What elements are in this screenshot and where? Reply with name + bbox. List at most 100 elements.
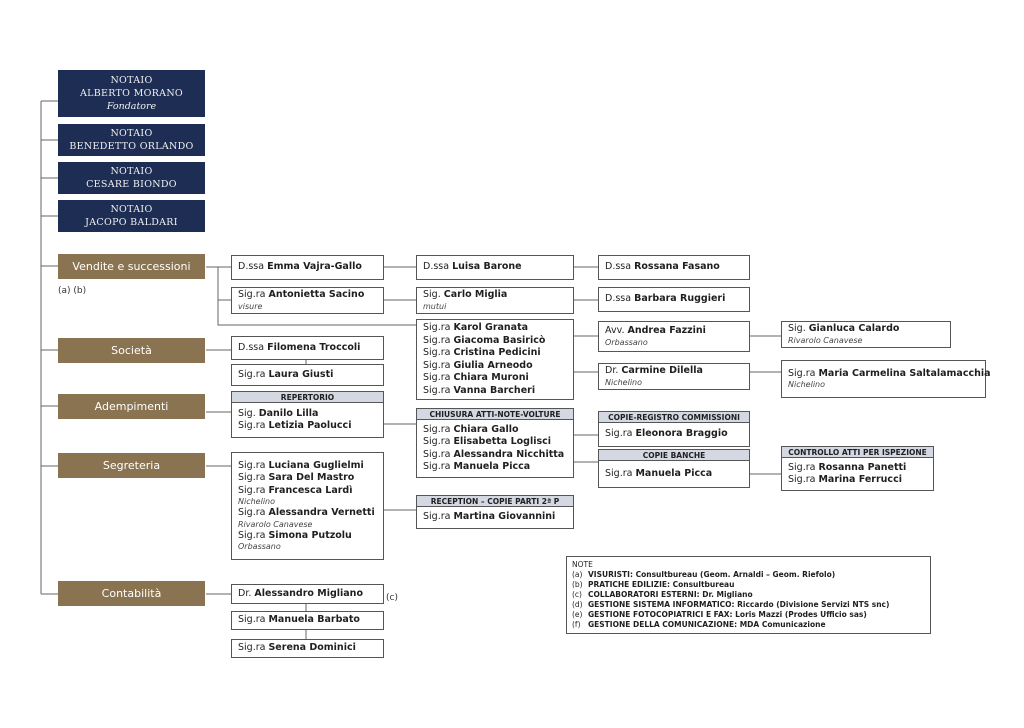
- person-group-box: Sig.ra Rosanna Panetti Sig.ra Marina Fer…: [781, 457, 934, 491]
- note-item: (f)GESTIONE DELLA COMUNICAZIONE: MDA Com…: [572, 620, 826, 629]
- person-box: Sig. Carlo Miglia mutui: [416, 287, 574, 314]
- notaio-title: NOTAIO: [110, 75, 153, 86]
- dept-adempimenti: Adempimenti: [58, 394, 205, 419]
- notaio-title: NOTAIO: [110, 166, 153, 177]
- person-line: Sig.ra Rosanna Panetti: [788, 461, 907, 473]
- person-line: Sig.ra Chiara Gallo: [423, 423, 519, 435]
- person-group-box: Sig.ra Luciana Guglielmi Sig.ra Sara Del…: [231, 452, 384, 560]
- note-item: (c)COLLABORATORI ESTERNI: Dr. Migliano: [572, 590, 753, 599]
- person-box: D.ssa Rossana Fasano: [598, 255, 750, 280]
- person-title: Dr.: [238, 587, 255, 599]
- person-line: Sig.ra Luciana Guglielmi: [238, 459, 364, 471]
- note-item: (e)GESTIONE FOTOCOPIATRICI E FAX: Loris …: [572, 610, 867, 619]
- person-title: Sig.ra: [238, 614, 269, 626]
- person-name: Laura Giusti: [268, 368, 334, 380]
- person-title: Sig.: [423, 289, 444, 301]
- person-box: Sig.ra Manuela Barbato: [231, 611, 384, 630]
- notaio-card-orlando: NOTAIO BENEDETTO ORLANDO: [58, 124, 205, 156]
- person-line: Sig.ra Sara Del Mastro: [238, 472, 355, 484]
- person-name: Carlo Miglia: [443, 289, 508, 301]
- person-line: Sig.ra Giulia Arneodo: [423, 359, 533, 371]
- person-name: Manuela Barbato: [268, 614, 360, 626]
- person-line: Sig.ra Cristina Pedicini: [423, 347, 541, 358]
- person-role: mutui: [423, 301, 447, 311]
- person-box: Dr. Carmine Dilella Nichelino: [598, 363, 750, 390]
- person-name: Luisa Barone: [452, 261, 522, 273]
- notes-reference-ab: (a) (b): [58, 286, 87, 296]
- person-line: Sig.ra Vanna Barcheri: [423, 384, 536, 396]
- person-name: Maria Carmelina Saltalamacchia: [818, 367, 991, 379]
- section-header-repertorio: REPERTORIO: [231, 391, 384, 402]
- person-title: Sig.ra: [788, 367, 819, 379]
- person-box: Sig.ra Serena Dominici: [231, 639, 384, 658]
- dept-societa: Società: [58, 338, 205, 363]
- person-name: Antonietta Sacino: [268, 289, 365, 301]
- person-box: Sig.ra Maria Carmelina Saltalamacchia Ni…: [781, 360, 991, 398]
- notaio-name: JACOPO BALDARI: [85, 217, 178, 228]
- dept-contabilita: Contabilità: [58, 581, 205, 606]
- person-line: Sig.ra Manuela Picca: [423, 461, 531, 472]
- person-group-box: Sig.ra Karol Granata Sig.ra Giacoma Basi…: [416, 319, 574, 400]
- person-title: D.ssa: [238, 341, 268, 353]
- person-box: Sig.ra Martina Giovannini: [416, 506, 574, 529]
- person-name: Rossana Fasano: [634, 261, 720, 273]
- person-location: Nichelino: [605, 377, 643, 387]
- person-name: Andrea Fazzini: [627, 325, 706, 337]
- notaio-card-morano: NOTAIO ALBERTO MORANO Fondatore: [58, 70, 205, 117]
- person-location: Nichelino: [238, 497, 276, 507]
- person-box: Sig.ra Laura Giusti: [231, 364, 384, 386]
- section-header-reception: RECEPTION – COPIE PARTI 2ª P: [416, 495, 574, 506]
- person-box: Sig.ra Manuela Picca: [598, 460, 750, 488]
- notaio-name: CESARE BIONDO: [86, 179, 177, 190]
- notaio-name: ALBERTO MORANO: [79, 88, 184, 99]
- person-name: Serena Dominici: [268, 642, 356, 654]
- person-box: D.ssa Filomena Troccoli: [231, 336, 384, 360]
- person-name: Barbara Ruggieri: [634, 293, 726, 305]
- person-line: Sig.ra Marina Ferrucci: [788, 474, 902, 485]
- dept-vendite-successioni: Vendite e successioni: [58, 254, 205, 279]
- person-role: visure: [238, 301, 263, 311]
- person-line: Sig.ra Elisabetta Loglisci: [423, 436, 552, 447]
- notaio-role: Fondatore: [106, 101, 157, 112]
- notes-reference-c: (c): [386, 593, 398, 603]
- person-title: Sig.ra: [238, 289, 269, 301]
- person-title: Sig.ra: [423, 511, 454, 523]
- person-title: D.ssa: [605, 293, 635, 305]
- person-title: D.ssa: [238, 261, 268, 273]
- person-location: Orbassano: [238, 542, 281, 552]
- person-name: Emma Vajra-Gallo: [267, 261, 362, 273]
- person-line: Sig.ra Francesca Lardì: [238, 484, 353, 496]
- person-box: Sig. Gianluca Calardo Rivarolo Canavese: [781, 321, 951, 348]
- section-header-copie-registro: COPIE-REGISTRO COMMISSIONI: [598, 411, 750, 422]
- person-box: Avv. Andrea Fazzini Orbassano: [598, 321, 750, 352]
- person-group-box: Sig.ra Chiara Gallo Sig.ra Elisabetta Lo…: [416, 419, 574, 478]
- person-title: Sig.ra: [238, 368, 269, 380]
- person-location: Rivarolo Canavese: [238, 519, 313, 529]
- person-location: Orbassano: [605, 337, 648, 347]
- person-location: Rivarolo Canavese: [788, 335, 863, 345]
- person-name: Alessandro Migliano: [254, 587, 363, 599]
- person-name: Martina Giovannini: [453, 511, 556, 523]
- section-header-copie-banche: COPIE BANCHE: [598, 449, 750, 460]
- person-line: Sig.ra Chiara Muroni: [423, 372, 529, 383]
- note-item: (a)VISURISTI: Consultbureau (Geom. Arnal…: [572, 570, 836, 579]
- person-box: Dr. Alessandro Migliano: [231, 584, 384, 604]
- note-item: (b)PRATICHE EDILIZIE: Consultbureau: [572, 580, 735, 589]
- person-title: Sig.ra: [605, 467, 636, 479]
- person-location: Nichelino: [788, 380, 826, 390]
- person-line: Sig.ra Giacoma Basiricò: [423, 334, 546, 346]
- notaio-card-biondo: NOTAIO CESARE BIONDO: [58, 162, 205, 194]
- person-title: Sig.: [788, 323, 809, 335]
- dept-segreteria: Segreteria: [58, 453, 205, 478]
- person-line: Sig.ra Alessandra Nicchitta: [423, 448, 565, 460]
- person-name: Manuela Picca: [635, 467, 713, 479]
- person-title: Avv.: [605, 325, 628, 337]
- note-item: (d)GESTIONE SISTEMA INFORMATICO: Riccard…: [572, 600, 890, 609]
- notes-title: NOTE: [572, 560, 593, 569]
- notaio-name: BENEDETTO ORLANDO: [69, 141, 194, 152]
- person-name: Carmine Dilella: [621, 365, 703, 377]
- person-name: Filomena Troccoli: [267, 341, 361, 353]
- person-title: Sig.ra: [605, 428, 636, 440]
- person-box: D.ssa Barbara Ruggieri: [598, 287, 750, 312]
